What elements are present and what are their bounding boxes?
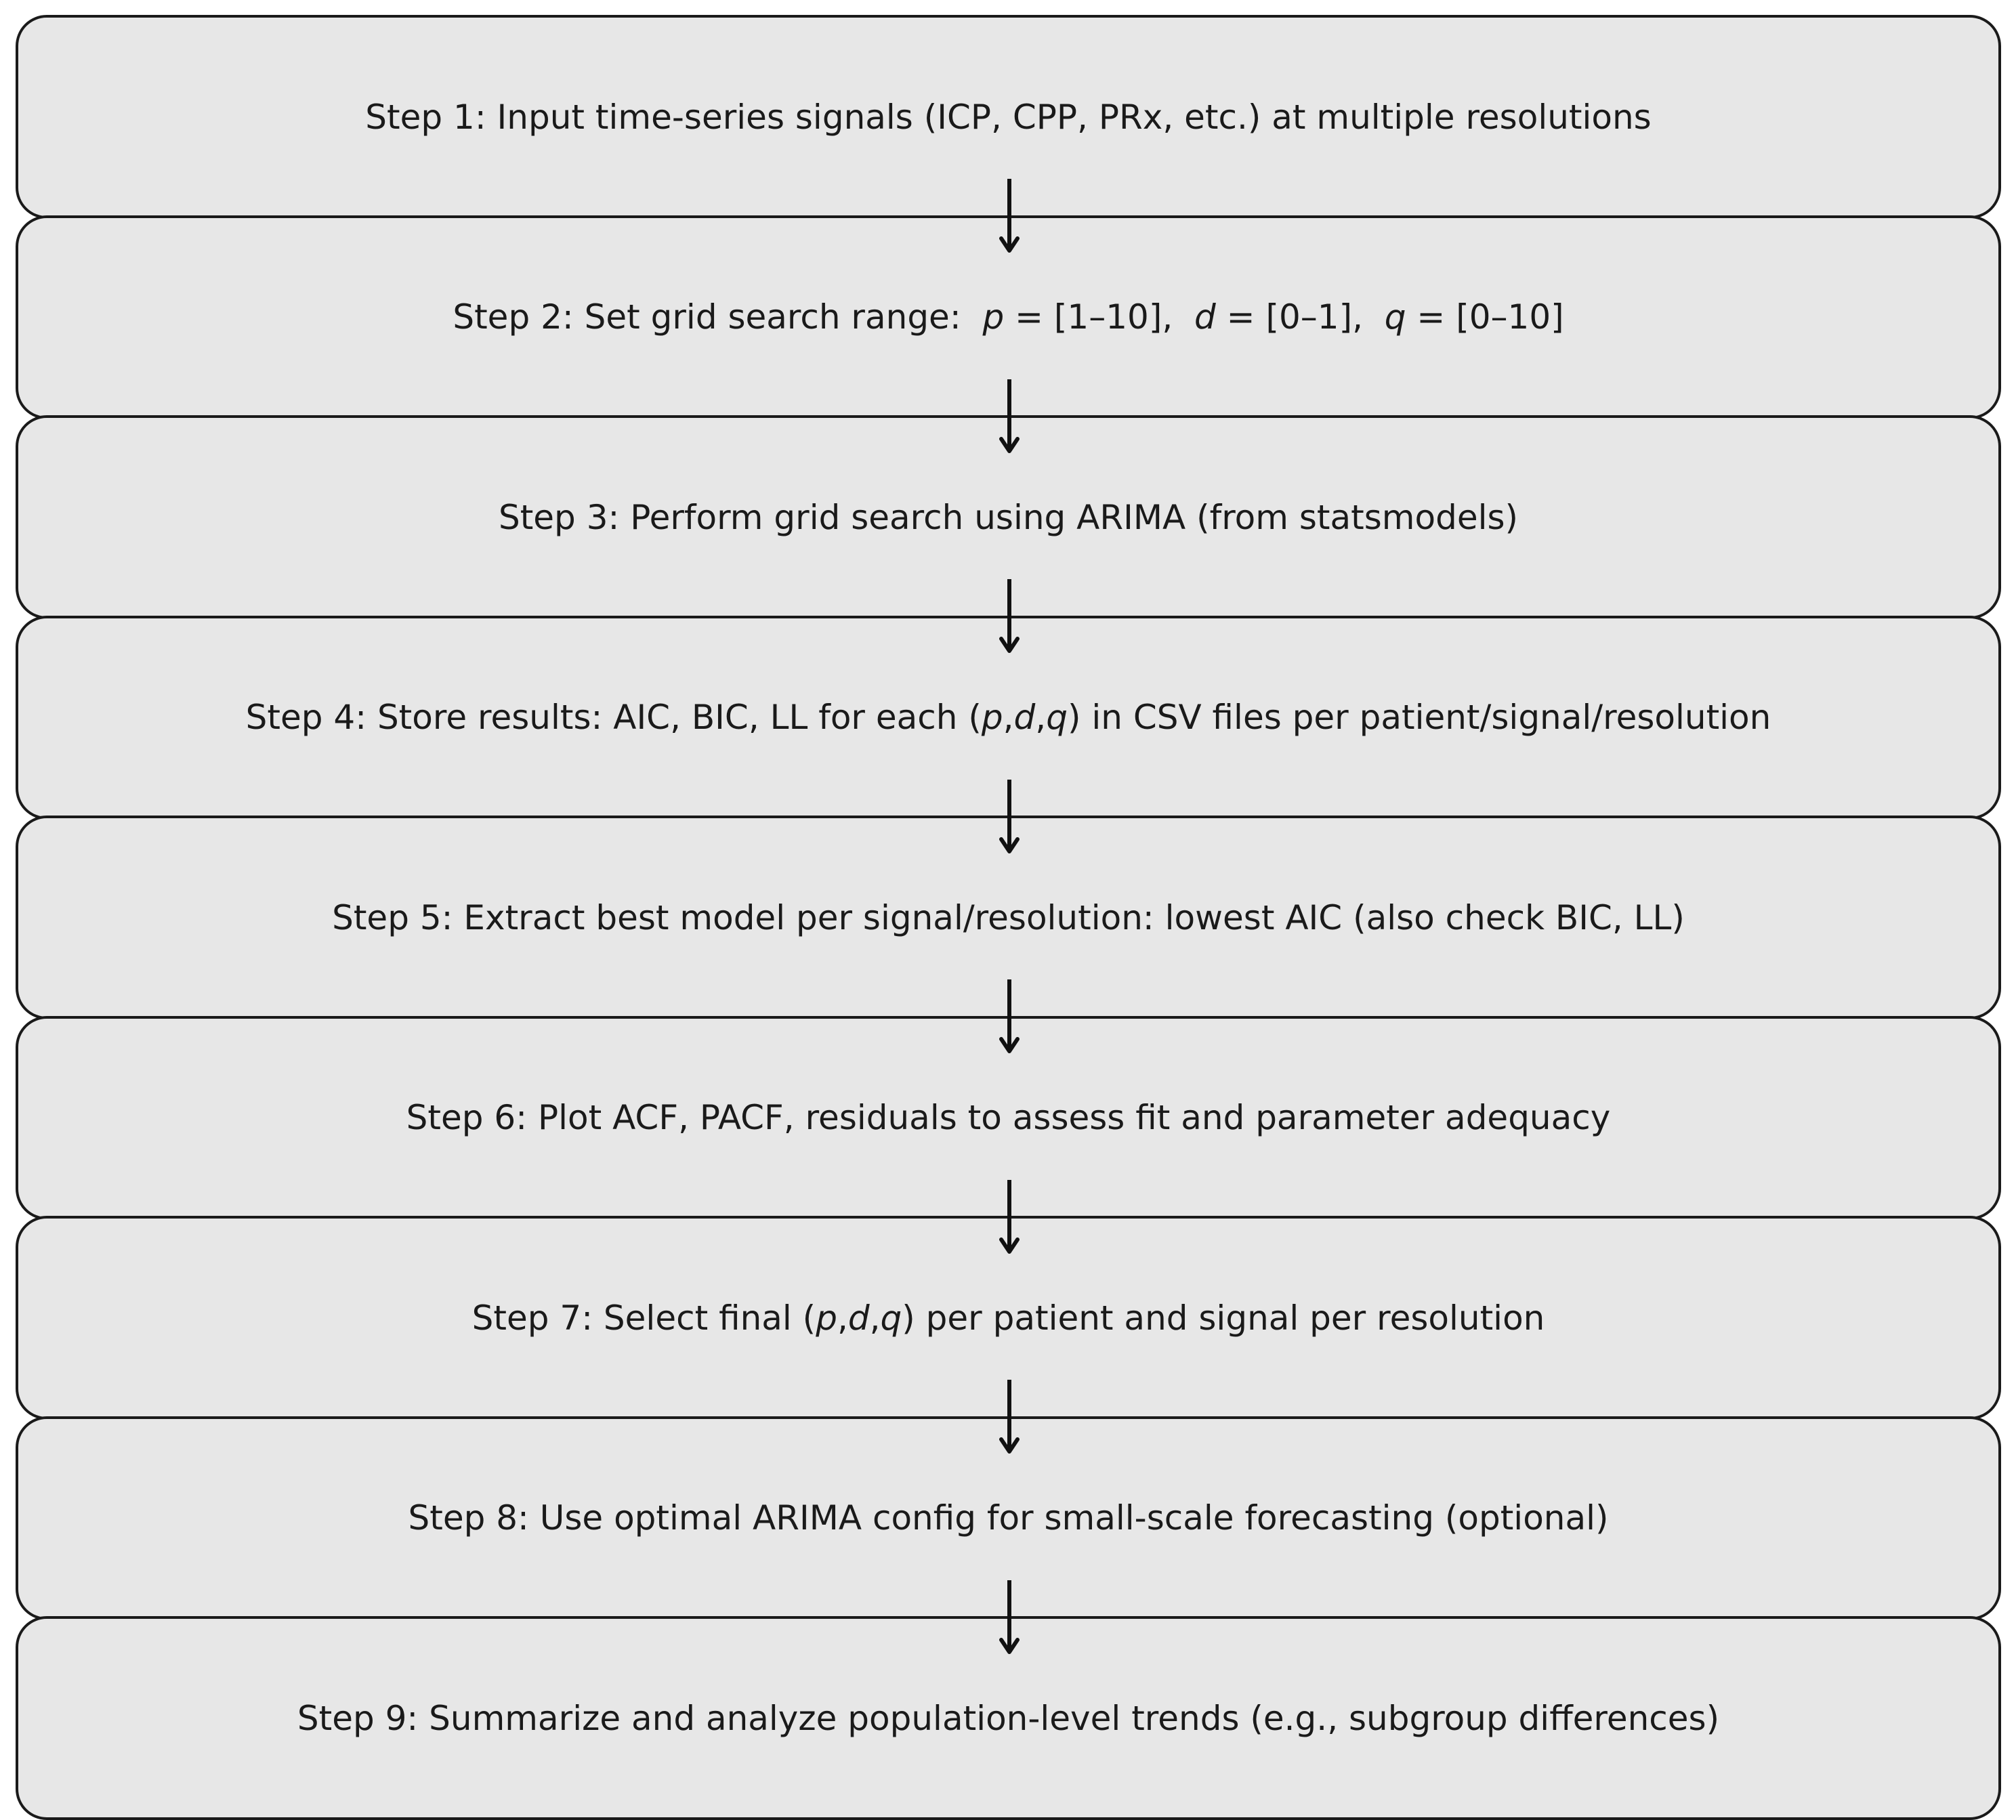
step-5-label: Step 5: Extract best model per signal/re…: [332, 901, 1685, 935]
step-8-text-segment: Step 8: Use optimal ARIMA config for sma…: [408, 1498, 1609, 1538]
step-2-text-segment: q: [1384, 297, 1406, 337]
step-4-text-segment: Step 4: Store results: AIC, BIC, LL for …: [245, 698, 982, 737]
step-2-text-segment: d: [1194, 297, 1216, 337]
step-4-text-segment: q: [1046, 698, 1068, 737]
arrow-down-icon-graphic: [999, 1380, 1020, 1454]
arrow-down-icon-graphic: [999, 779, 1020, 853]
step-2-label: Step 2: Set grid search range: p = [1–10…: [453, 300, 1563, 334]
step-7-label: Step 7: Select final (p,d,q) per patient…: [472, 1301, 1545, 1335]
step-1-label: Step 1: Input time-series signals (ICP, …: [365, 100, 1651, 134]
step-2-text-segment: p: [982, 297, 1005, 337]
step-7-text-segment: q: [880, 1298, 902, 1338]
arrow-down-icon-graphic: [999, 979, 1020, 1053]
arrow-down-icon: [996, 379, 1023, 454]
step-5-text-segment: Step 5: Extract best model per signal/re…: [332, 897, 1685, 937]
arrow-head: [999, 1237, 1020, 1254]
arrow-down-icon-graphic: [999, 1179, 1020, 1254]
step-3-text-segment: Step 3: Perform grid search using ARIMA …: [498, 497, 1519, 537]
step-4-text-segment: d: [1013, 698, 1036, 737]
step-7-text-segment: ,: [869, 1298, 881, 1338]
step-7-text-segment: ,: [837, 1298, 848, 1338]
step-7-text-segment: Step 7: Select final (: [471, 1298, 816, 1338]
arrow-down-icon: [996, 1179, 1023, 1254]
arrow-down-icon: [996, 779, 1023, 854]
step-9-label: Step 9: Summarize and analyze population…: [297, 1701, 1719, 1735]
arrow-down-icon-graphic: [999, 379, 1020, 453]
step-2-text-segment: = [0–1],: [1215, 297, 1385, 337]
step-7-text-segment: ) per patient and signal per resolution: [902, 1298, 1545, 1338]
step-1-text-segment: Step 1: Input time-series signals (ICP, …: [365, 97, 1652, 137]
step-4-text-segment: ) in CSV files per patient/signal/resolu…: [1067, 698, 1771, 737]
arrow-head: [999, 1437, 1020, 1454]
arrow-down-icon: [996, 1380, 1023, 1454]
step-7-text-segment: d: [847, 1298, 870, 1338]
arrow-down-icon-graphic: [999, 1580, 1020, 1654]
arrow-down-icon: [996, 179, 1023, 253]
arrow-head: [999, 1037, 1020, 1053]
arrow-head: [999, 436, 1020, 453]
step-4-text-segment: ,: [1003, 698, 1014, 737]
step-2-text-segment: Step 2: Set grid search range:: [453, 297, 983, 337]
step-4-box: Step 4: Store results: AIC, BIC, LL for …: [16, 615, 2001, 820]
step-4-text-segment: ,: [1035, 698, 1047, 737]
arrow-down-icon-graphic: [999, 579, 1020, 653]
step-7-text-segment: p: [816, 1298, 837, 1338]
step-2-text-segment: = [0–10]: [1406, 297, 1564, 337]
arrow-head: [999, 236, 1020, 253]
arrow-head: [999, 837, 1020, 853]
arrow-down-icon: [996, 579, 1023, 654]
step-8-label: Step 8: Use optimal ARIMA config for sma…: [408, 1501, 1608, 1535]
arrow-down-icon: [996, 1580, 1023, 1655]
arrow-down-icon: [996, 979, 1023, 1054]
step-2-text-segment: = [1–10],: [1004, 297, 1195, 337]
arrow-down-icon-graphic: [999, 179, 1020, 253]
arrow-head: [999, 1637, 1020, 1654]
step-4-text-segment: p: [981, 698, 1003, 737]
step-6-label: Step 6: Plot ACF, PACF, residuals to ass…: [406, 1101, 1611, 1135]
step-4-label: Step 4: Store results: AIC, BIC, LL for …: [246, 700, 1771, 734]
step-9-text-segment: Step 9: Summarize and analyze population…: [297, 1698, 1720, 1738]
step-6-text-segment: Step 6: Plot ACF, PACF, residuals to ass…: [406, 1098, 1611, 1137]
arrow-head: [999, 637, 1020, 653]
step-3-label: Step 3: Perform grid search using ARIMA …: [499, 501, 1518, 534]
